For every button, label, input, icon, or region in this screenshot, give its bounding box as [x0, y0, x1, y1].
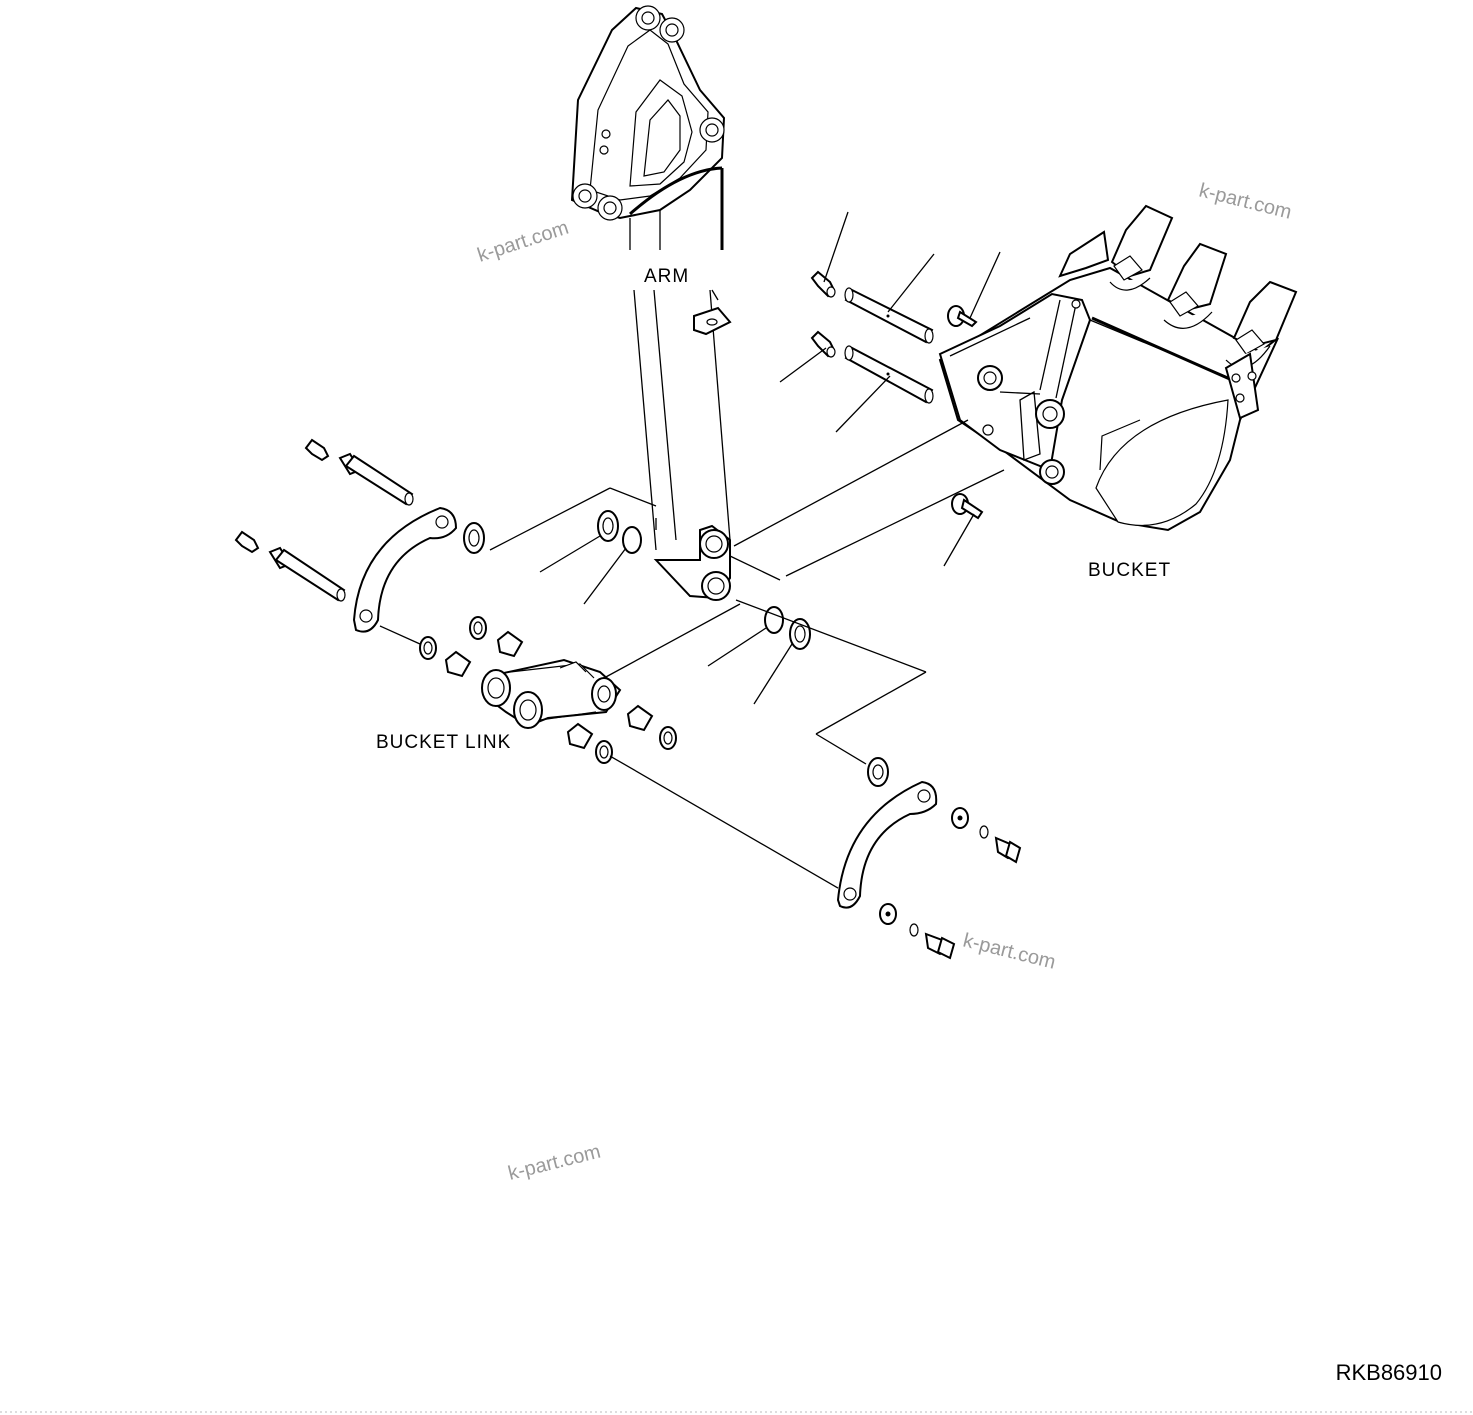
bucket-link: [481, 658, 622, 729]
shim-washers: [463, 510, 889, 787]
watermark: k-part.com: [475, 217, 572, 267]
leader-lines-bucket: [733, 211, 1005, 577]
connection-lines: [379, 487, 927, 889]
lock-ring-lower: [951, 493, 984, 520]
arm-label: ARM: [644, 266, 689, 287]
bucket: [938, 204, 1298, 532]
arm: [570, 5, 732, 601]
side-plate-right: [836, 780, 938, 909]
drawing-code: RKB86910: [1336, 1360, 1442, 1385]
grease-fitting-upper: [810, 270, 836, 298]
bucket-pin-lower: [844, 345, 934, 404]
link-pin-lower: [234, 530, 346, 602]
watermark: k-part.com: [961, 930, 1058, 974]
bolts-right: [879, 807, 1022, 960]
bucket-link-label: BUCKET LINK: [376, 732, 511, 753]
watermark: k-part.com: [1197, 180, 1294, 224]
lock-ring-upper: [947, 305, 978, 328]
watermark: k-part.com: [506, 1141, 603, 1185]
link-pin-upper: [304, 438, 414, 506]
side-plate-left: [352, 506, 458, 633]
bushings: [419, 616, 677, 764]
grease-fitting-lower: [810, 330, 836, 358]
bucket-label: BUCKET: [1088, 560, 1171, 581]
bucket-pin-upper: [844, 287, 934, 344]
